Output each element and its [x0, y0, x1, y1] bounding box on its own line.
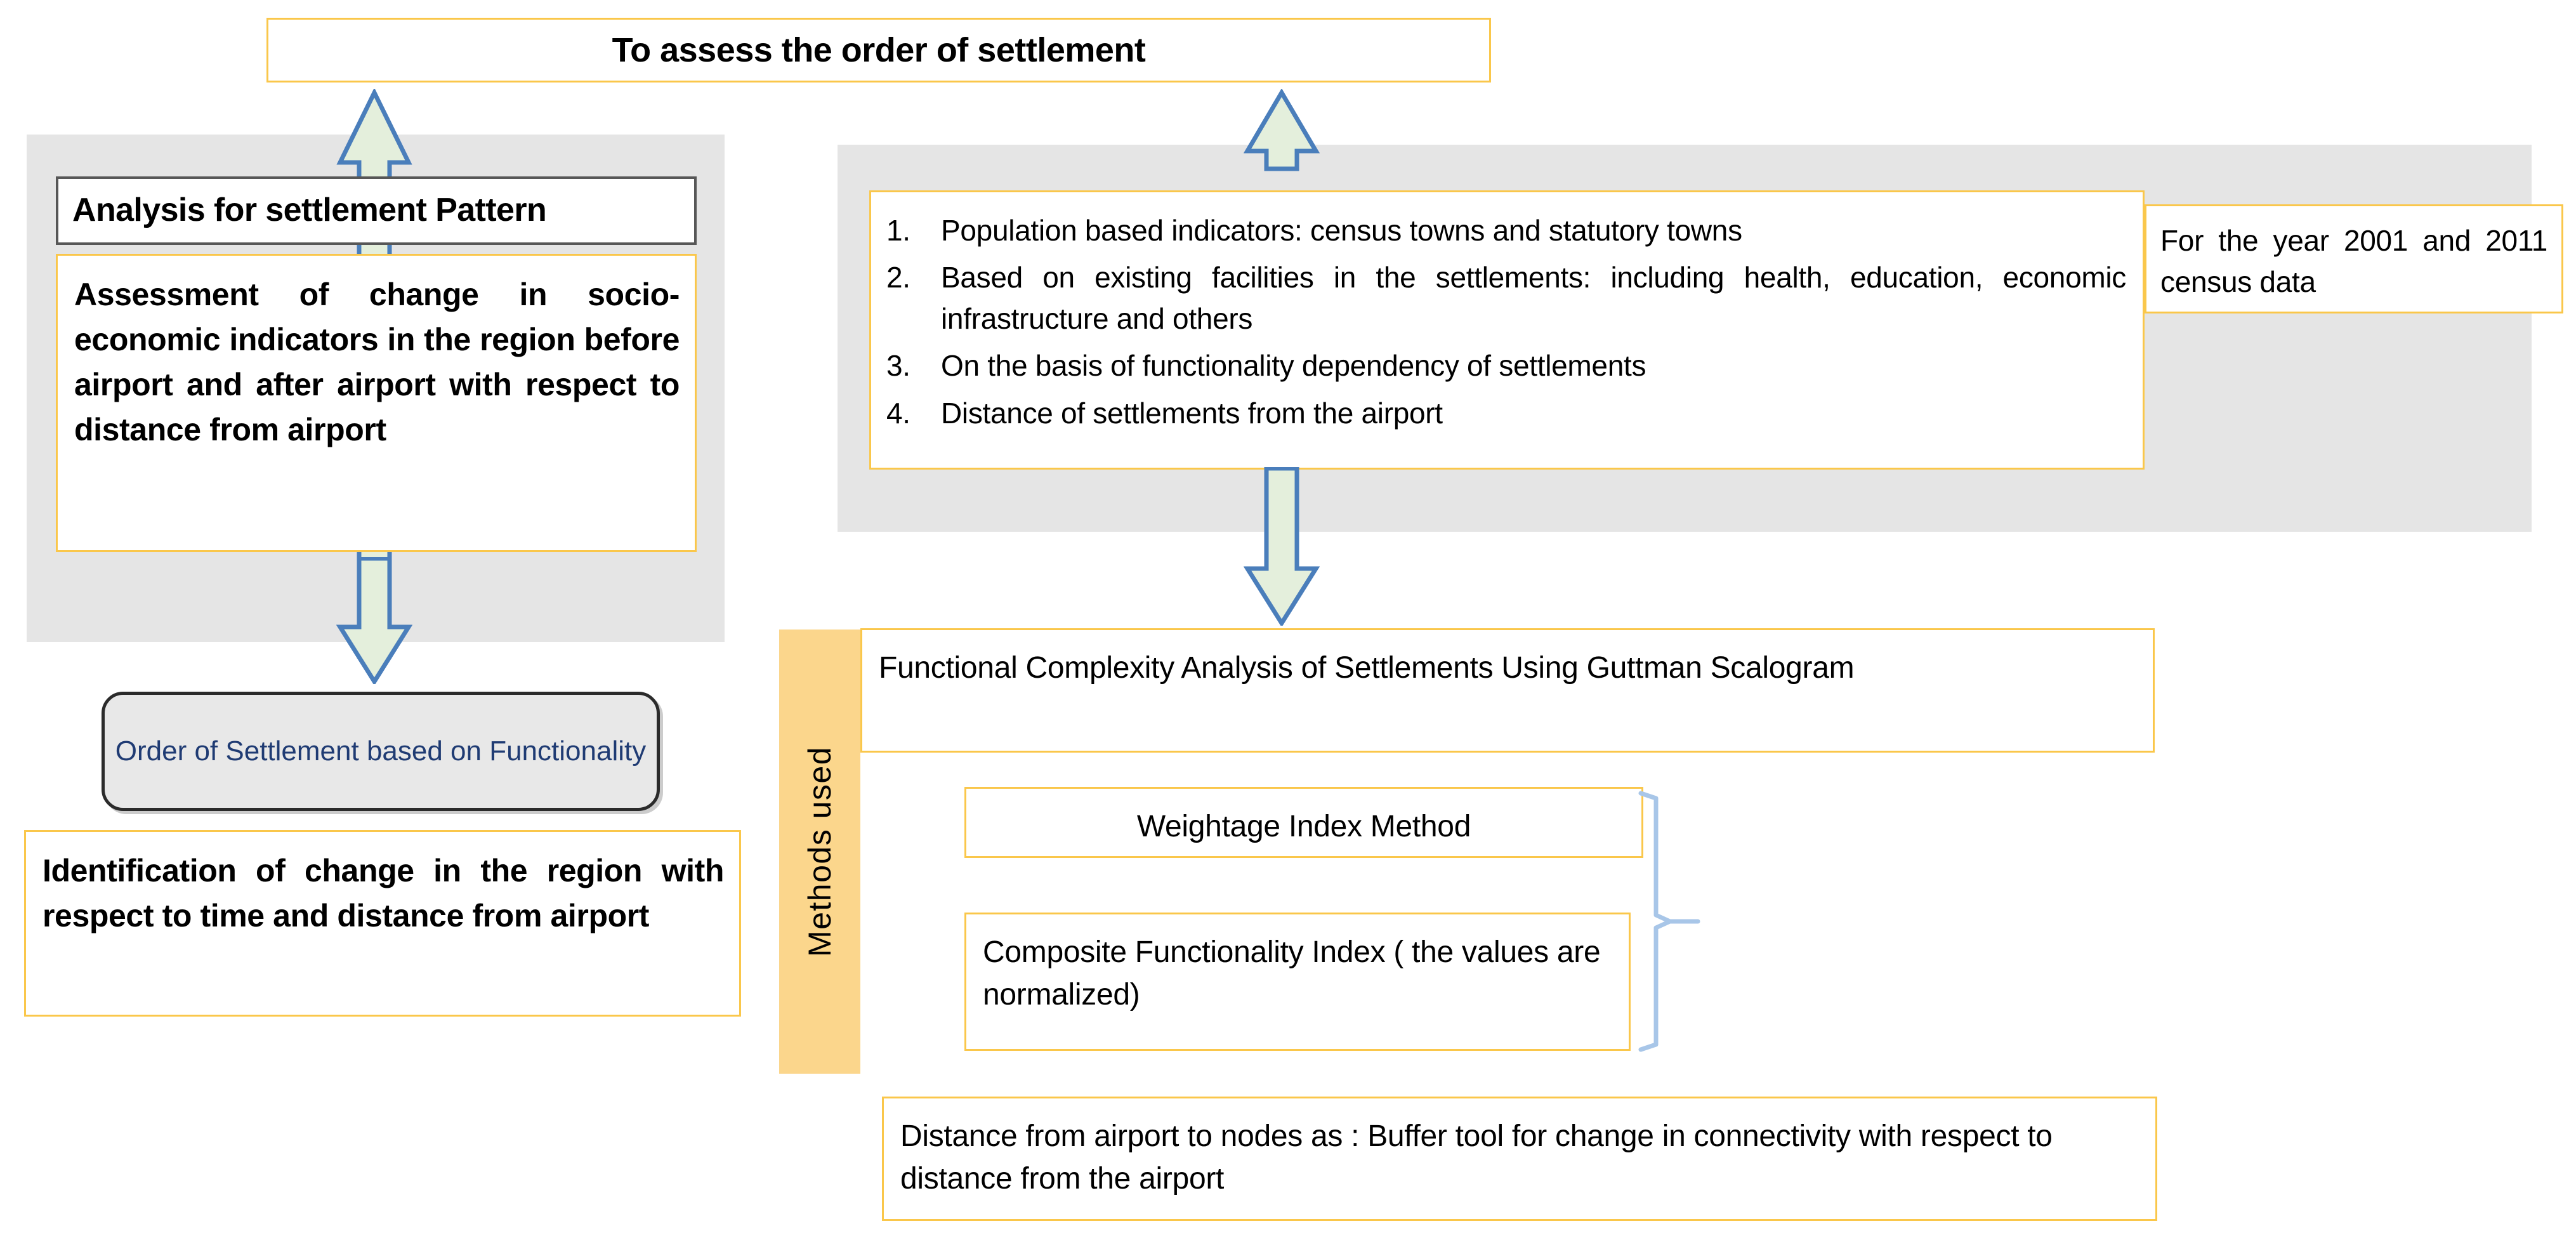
methods-used-label: Methods used — [802, 746, 838, 958]
order-of-settlement-label: Order of Settlement based on Functionali… — [115, 735, 647, 767]
list-item-number: 4. — [886, 396, 910, 430]
title-box: To assess the order of settlement — [266, 18, 1491, 82]
title-label: To assess the order of settlement — [612, 30, 1146, 69]
arrow-down-right — [1244, 467, 1320, 626]
guttman-scalogram-box: Functional Complexity Analysis of Settle… — [860, 628, 2155, 753]
list-item-text: On the basis of functionality dependency… — [941, 349, 1646, 383]
order-of-settlement-box: Order of Settlement based on Functionali… — [102, 692, 660, 811]
indicators-list-box: 1. Population based indicators: census t… — [869, 190, 2145, 470]
composite-functionality-box: Composite Functionality Index ( the valu… — [964, 913, 1631, 1051]
assessment-box: Assessment of change in socio-economic i… — [56, 254, 697, 552]
distance-buffer-label: Distance from airport to nodes as : Buff… — [900, 1119, 2053, 1196]
assessment-label: Assessment of change in socio-economic i… — [74, 277, 680, 447]
grouping-brace-icon — [1637, 791, 1707, 1052]
methods-used-sidebar: Methods used — [779, 630, 860, 1074]
list-item: 4. Distance of settlements from the airp… — [886, 393, 2126, 433]
list-item-number: 3. — [886, 349, 910, 383]
list-item-number: 1. — [886, 214, 910, 247]
analysis-header-label: Analysis for settlement Pattern — [72, 192, 547, 229]
arrow-up-title-right — [1244, 89, 1320, 171]
weightage-index-box: Weightage Index Method — [964, 787, 1643, 858]
analysis-header-box: Analysis for settlement Pattern — [56, 176, 697, 245]
list-item: 1. Population based indicators: census t… — [886, 210, 2126, 251]
census-data-box: For the year 2001 and 2011 census data — [2145, 204, 2563, 313]
list-item: 2. Based on existing facilities in the s… — [886, 257, 2126, 339]
distance-buffer-box: Distance from airport to nodes as : Buff… — [882, 1097, 2157, 1221]
list-item-text: Distance of settlements from the airport — [941, 396, 1443, 430]
arrow-down-left — [336, 557, 412, 684]
weightage-index-label: Weightage Index Method — [1136, 810, 1471, 843]
guttman-scalogram-label: Functional Complexity Analysis of Settle… — [879, 651, 1855, 685]
identification-box: Identification of change in the region w… — [24, 830, 741, 1017]
identification-label: Identification of change in the region w… — [43, 853, 724, 933]
list-item-number: 2. — [886, 261, 910, 294]
list-item-text: Based on existing facilities in the sett… — [941, 261, 2126, 335]
composite-functionality-label: Composite Functionality Index ( the valu… — [983, 935, 1601, 1012]
list-item: 3. On the basis of functionality depende… — [886, 345, 2126, 386]
list-item-text: Population based indicators: census town… — [941, 214, 1742, 247]
census-data-label: For the year 2001 and 2011 census data — [2160, 224, 2547, 299]
